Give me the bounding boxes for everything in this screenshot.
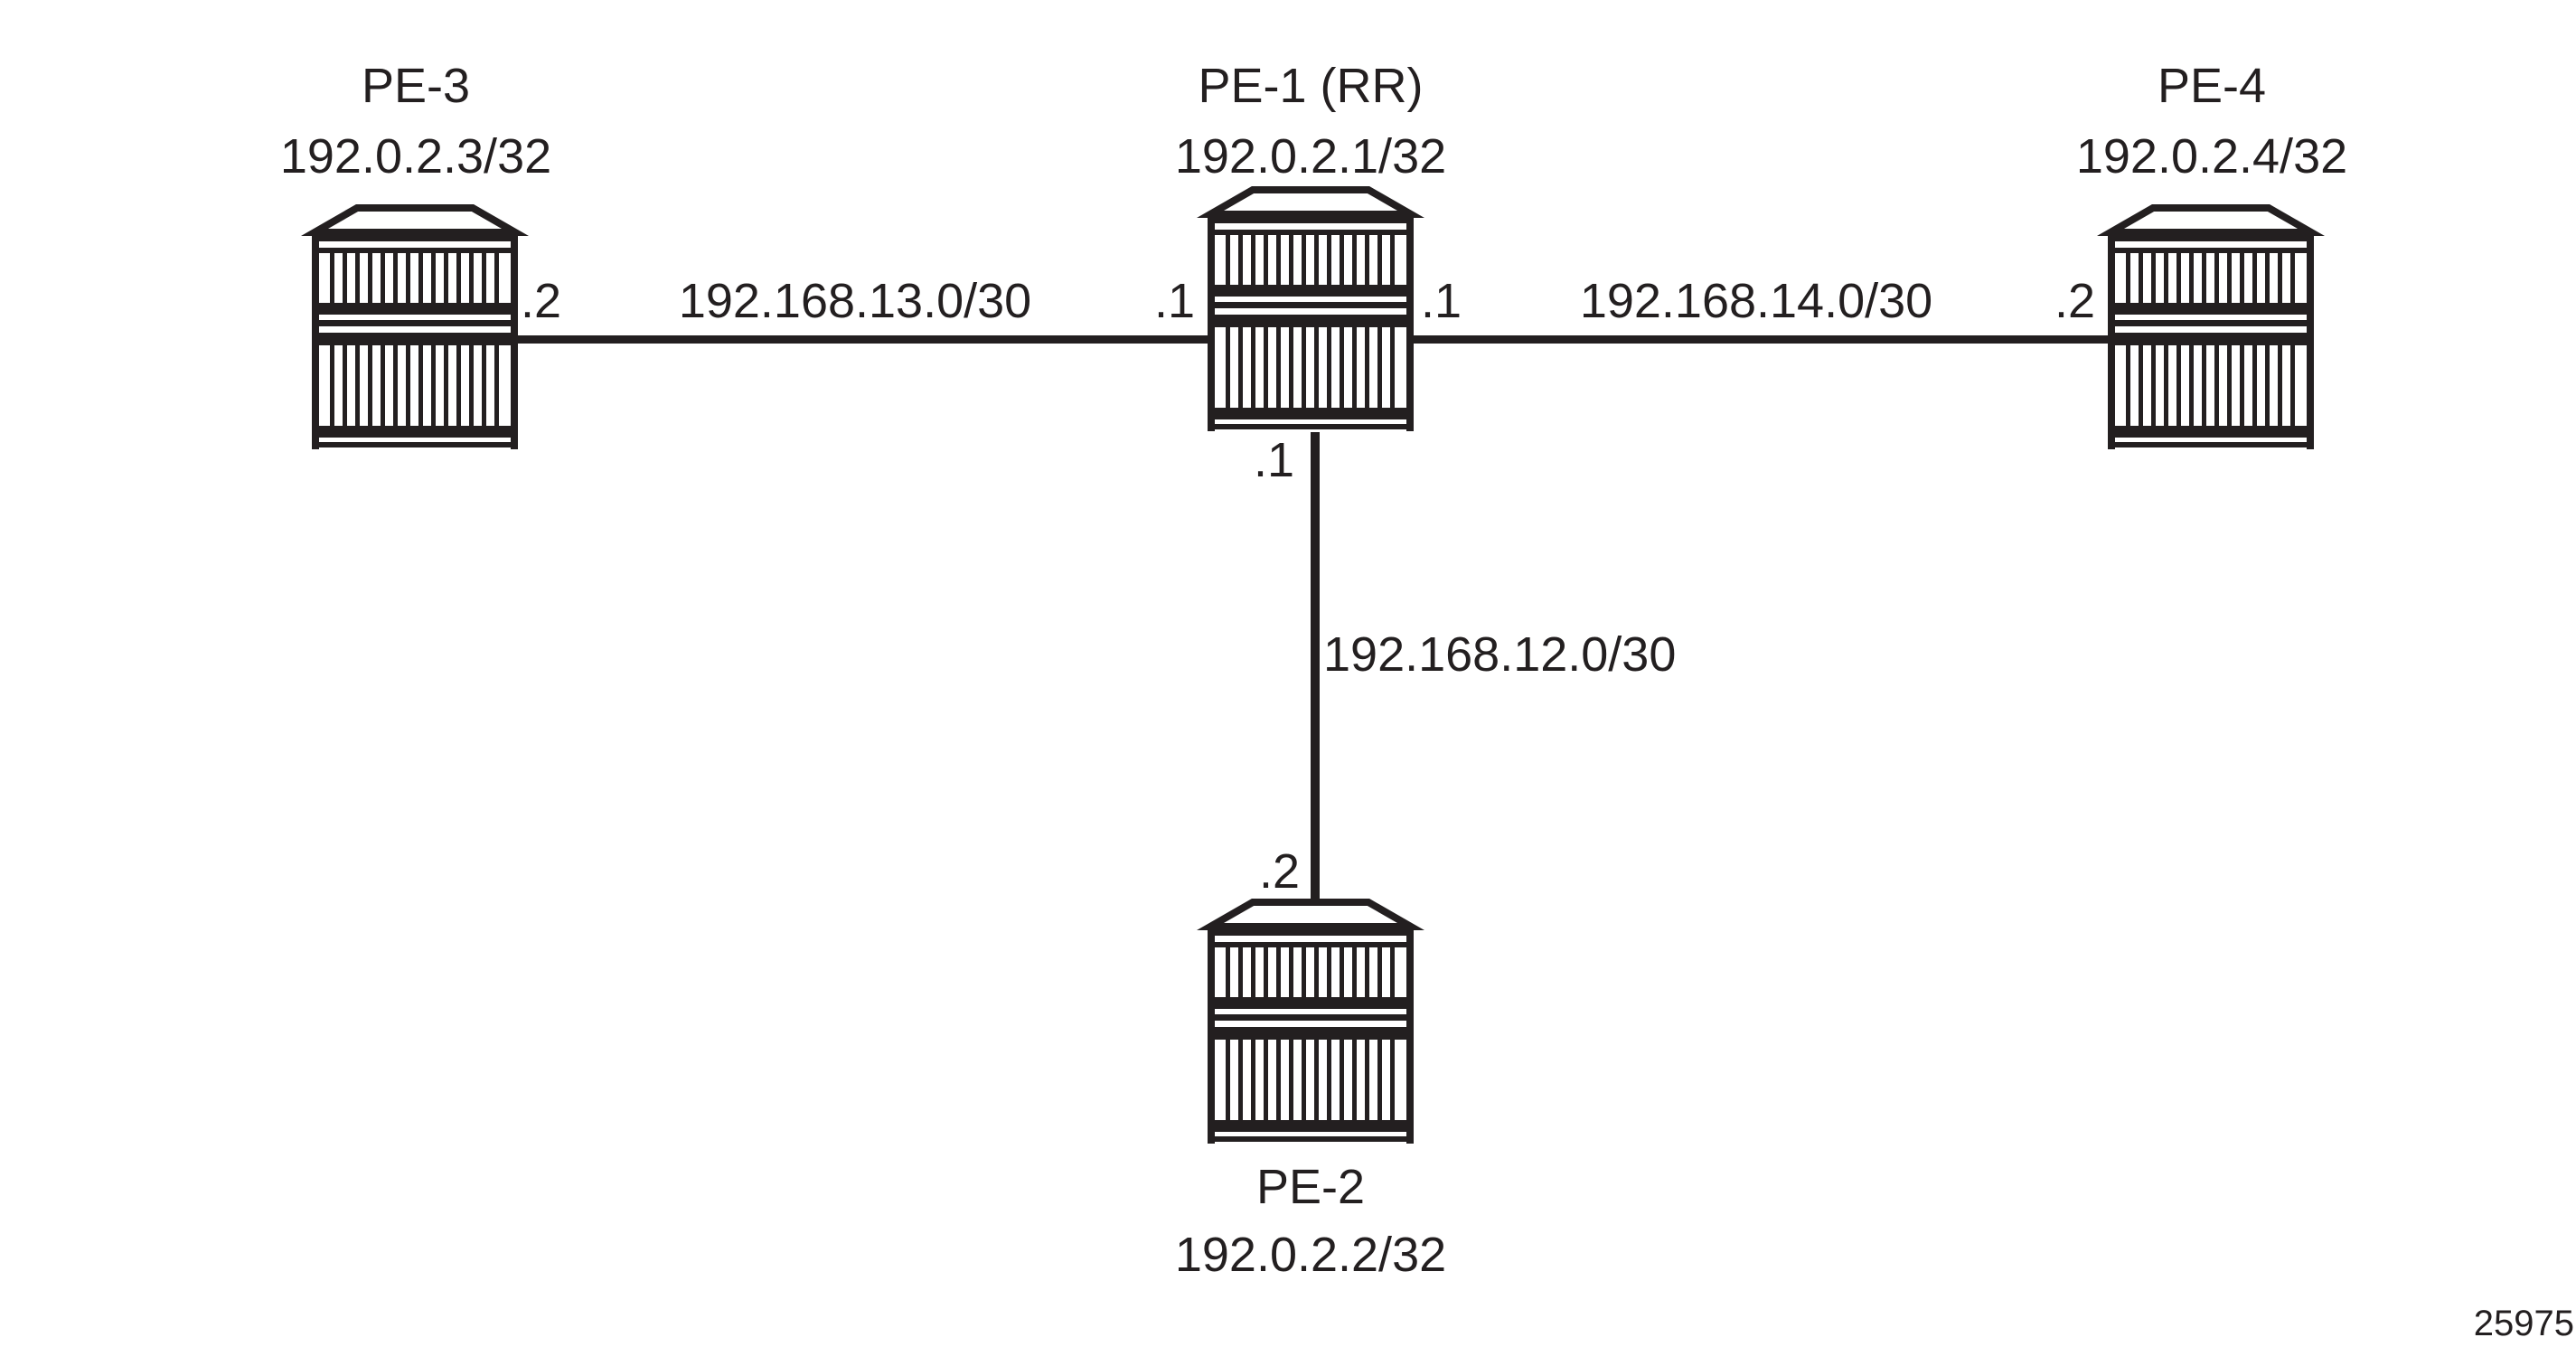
node-name-pe3: PE-3 (362, 59, 470, 113)
interface-label: .1 (1254, 433, 1294, 487)
interface-label: .1 (1154, 274, 1195, 328)
node-address-pe3: 192.0.2.3/32 (280, 129, 551, 184)
interface-label: .2 (521, 274, 561, 328)
router-icon-pe3[interactable] (312, 208, 518, 449)
figure-number: 25975 (2474, 1304, 2574, 1343)
subnet-label: 192.168.13.0/30 (679, 274, 1031, 328)
node-name-pe1: PE-1 (RR) (1198, 59, 1423, 113)
interface-label: .1 (1421, 274, 1462, 328)
node-address-pe4: 192.0.2.4/32 (2076, 129, 2347, 184)
subnet-label: 192.168.12.0/30 (1323, 627, 1676, 682)
link-pe1-pe2 (1311, 432, 1320, 900)
interface-label: .2 (2054, 274, 2095, 328)
subnet-label: 192.168.14.0/30 (1580, 274, 1932, 328)
node-name-pe2: PE-2 (1256, 1160, 1365, 1214)
link-pe3-pe1 (515, 335, 1208, 344)
node-address-pe1: 192.0.2.1/32 (1175, 129, 1446, 184)
link-pe1-pe4 (1414, 335, 2108, 344)
router-icon-pe1[interactable] (1208, 190, 1414, 431)
node-name-pe4: PE-4 (2158, 59, 2266, 113)
router-icon-pe2[interactable] (1208, 902, 1414, 1144)
node-address-pe2: 192.0.2.2/32 (1175, 1228, 1446, 1282)
router-icon-pe4[interactable] (2108, 208, 2314, 449)
interface-label: .2 (1259, 844, 1300, 899)
